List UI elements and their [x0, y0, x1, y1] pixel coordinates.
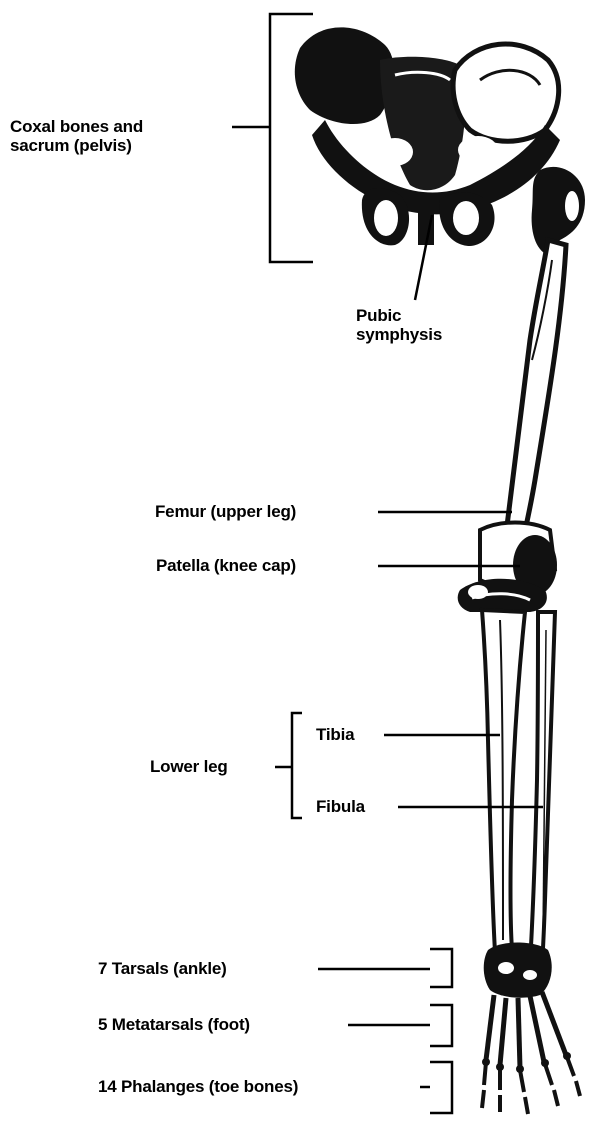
tibia-label: Tibia: [316, 725, 354, 744]
foot-bones: [482, 943, 580, 1115]
lower-leg-bones: [482, 610, 555, 965]
patella-label: Patella (knee cap): [156, 556, 296, 575]
fibula-label: Fibula: [316, 797, 365, 816]
pubic-label-line2: symphysis: [356, 325, 442, 344]
phalanges-label: 14 Phalanges (toe bones): [98, 1077, 298, 1096]
femur-label: Femur (upper leg): [155, 502, 296, 521]
coxal-label-line1: Coxal bones and: [10, 117, 143, 136]
pubic-label-line1: Pubic: [356, 306, 442, 325]
coxal-label-line2: sacrum (pelvis): [10, 136, 143, 155]
metatarsals-label: 5 Metatarsals (foot): [98, 1015, 250, 1034]
pubic-symphysis-label: Pubic symphysis: [356, 306, 442, 344]
femur: [480, 167, 585, 585]
coxal-bones-label: Coxal bones and sacrum (pelvis): [10, 117, 143, 155]
lower-leg-label: Lower leg: [150, 757, 228, 776]
pelvis: [295, 27, 560, 246]
tarsals-label: 7 Tarsals (ankle): [98, 959, 227, 978]
